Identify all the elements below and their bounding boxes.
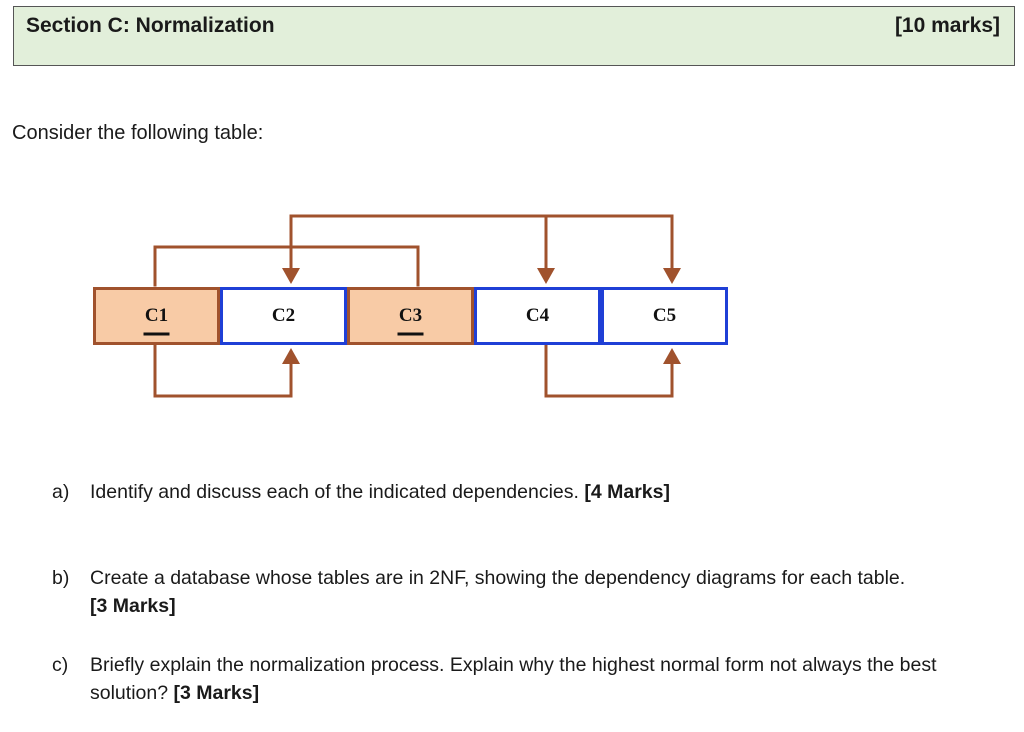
cell-label-c4: C4 <box>526 305 550 326</box>
arrowhead-c2-bottom <box>282 348 300 364</box>
cell-c2 <box>220 287 347 345</box>
question-b-marks: [3 Marks] <box>90 595 176 617</box>
question-a-marks: [4 Marks] <box>584 481 670 503</box>
dependency-line-c1c3-to-c2 <box>153 245 420 287</box>
cell-c1 <box>93 287 220 345</box>
cell-c4 <box>474 287 601 345</box>
arrowheads <box>282 268 681 364</box>
arrowhead-c5-top <box>663 268 681 284</box>
question-a-letter: a) <box>52 481 70 503</box>
cell-label-c3: C3 <box>399 305 422 326</box>
cell-label-c1: C1 <box>145 305 168 326</box>
dependency-line-c4-to-c5 <box>544 344 674 398</box>
section-header: Section C: Normalization [10 marks] <box>13 6 1015 66</box>
arrowhead-c4-top <box>537 268 555 284</box>
intro-text: Consider the following table: <box>12 122 264 144</box>
question-c-marks: [3 Marks] <box>173 682 260 704</box>
arrowhead-c2-top <box>282 268 300 284</box>
cell-c3 <box>347 287 474 345</box>
question-c-letter: c) <box>52 654 69 676</box>
dependency-arrows <box>153 214 674 398</box>
question-c: c) Briefly explain the normalization pro… <box>52 651 1002 707</box>
dependency-diagram: C1 C2 C3 C4 C5 <box>93 214 728 398</box>
question-b-text: Create a database whose tables are in 2N… <box>90 567 906 589</box>
question-b: b) Create a database whose tables are in… <box>52 564 1002 620</box>
arrowhead-c5-bottom <box>663 348 681 364</box>
question-a: a) Identify and discuss each of the indi… <box>52 478 1002 506</box>
cell-label-c2: C2 <box>272 305 295 326</box>
section-title: Section C: Normalization <box>26 14 275 37</box>
section-marks: [10 marks] <box>894 14 1000 37</box>
dependency-line-c1-to-c2 <box>153 344 293 398</box>
dependency-line-top <box>289 214 674 272</box>
cell-label-c5: C5 <box>653 305 676 326</box>
cell-c5 <box>601 287 728 345</box>
table-cells: C1 C2 C3 C4 C5 <box>93 287 728 345</box>
question-a-text: Identify and discuss each of the indicat… <box>90 481 585 503</box>
question-b-letter: b) <box>52 567 70 589</box>
question-c-text: Briefly explain the normalization proces… <box>90 654 937 704</box>
